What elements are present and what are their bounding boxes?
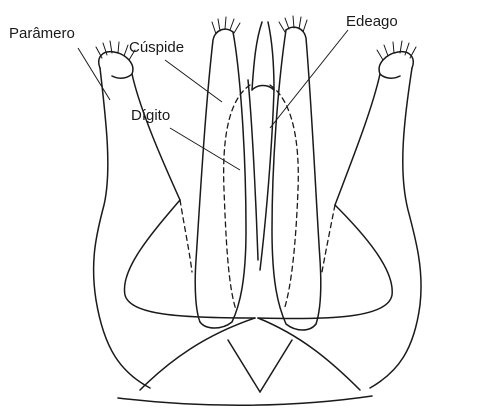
label-cuspide: Cúspide — [129, 39, 184, 56]
paramere-right — [322, 41, 416, 272]
paramere-left — [96, 41, 192, 272]
cuspis-right — [272, 16, 321, 330]
cuspis-left — [195, 17, 246, 328]
digitus — [224, 85, 299, 310]
label-paramero: Parâmero — [9, 25, 75, 42]
leader-edeago — [270, 30, 348, 128]
label-edeago: Edeago — [346, 13, 398, 30]
cuspis-left-setae — [212, 17, 240, 34]
aedeagus — [248, 22, 274, 270]
paramere-right-setae — [377, 41, 416, 60]
cuspis-right-setae — [279, 16, 307, 32]
leader-cuspide — [165, 60, 222, 102]
leader-paramero — [78, 48, 110, 100]
label-digito: Dígito — [131, 107, 170, 124]
